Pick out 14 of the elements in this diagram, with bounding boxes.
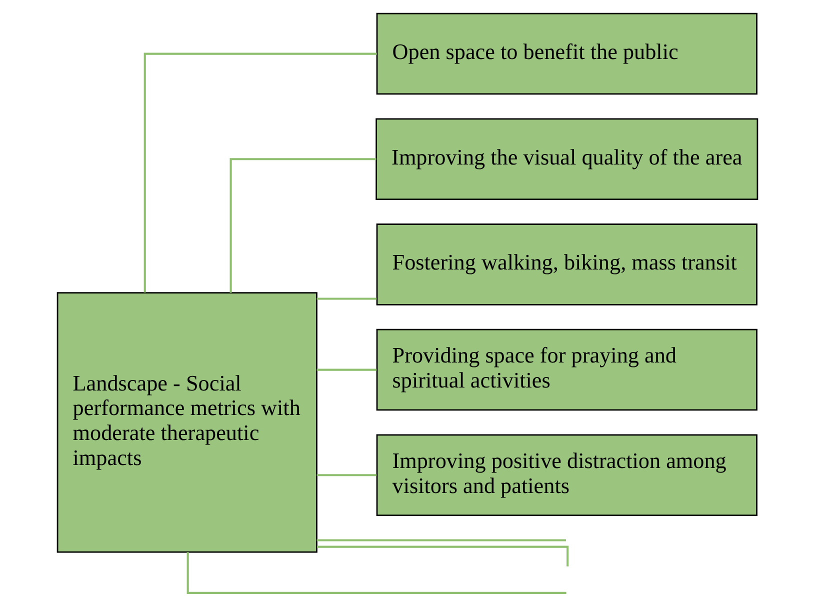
connector — [316, 546, 568, 566]
node-box: Improving the visual quality of the area — [375, 118, 758, 200]
connector — [316, 368, 376, 371]
connector — [316, 298, 376, 300]
node-box: Landscape - Social performance metrics with moderate therapeutic impacts — [56, 292, 317, 553]
node-box: Providing space for praying and spiritual activities — [376, 328, 757, 411]
connector — [229, 158, 376, 293]
node-box: Improving positive distraction among visitors and patients — [376, 434, 757, 516]
node-box: Fostering walking, biking, mass transit — [376, 224, 757, 306]
connector — [316, 474, 376, 476]
connector — [186, 552, 566, 594]
connector — [143, 52, 376, 292]
connector — [316, 539, 566, 542]
node-box: Open space to benefit the public — [376, 12, 757, 95]
